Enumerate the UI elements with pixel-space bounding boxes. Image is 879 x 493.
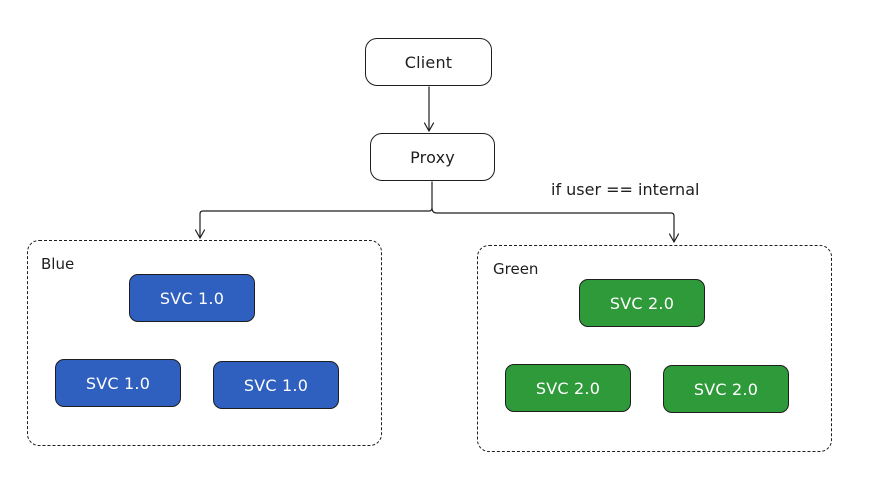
blue-service-label: SVC 1.0	[159, 288, 225, 308]
green-service-label: SVC 2.0	[693, 379, 759, 399]
edge-proxy-to-blue	[199, 181, 433, 239]
arrowhead-proxy-to-blue	[194, 229, 206, 239]
client-node: Client	[365, 38, 492, 86]
blue-service-label: SVC 1.0	[243, 375, 309, 395]
blue-service-node: SVC 1.0	[55, 359, 181, 407]
edge-proxy-to-green	[431, 207, 675, 243]
green-service-node: SVC 2.0	[663, 365, 789, 413]
blue-group	[27, 240, 382, 446]
blue-service-node: SVC 1.0	[213, 361, 339, 409]
green-route-condition-label: if user == internal	[551, 180, 700, 199]
green-service-node: SVC 2.0	[579, 279, 705, 327]
green-service-node: SVC 2.0	[505, 364, 631, 412]
green-group	[477, 245, 832, 452]
proxy-label: Proxy	[410, 147, 455, 167]
blue-service-node: SVC 1.0	[129, 274, 255, 322]
blue-group-label: Blue	[41, 255, 75, 273]
arrowhead-proxy-to-green	[668, 233, 680, 243]
green-service-label: SVC 2.0	[535, 378, 601, 398]
arrowhead-client-to-proxy	[423, 122, 435, 132]
blue-service-label: SVC 1.0	[85, 373, 151, 393]
client-label: Client	[404, 52, 453, 72]
green-group-label: Green	[493, 260, 539, 278]
proxy-node: Proxy	[370, 133, 495, 181]
green-service-label: SVC 2.0	[609, 293, 675, 313]
